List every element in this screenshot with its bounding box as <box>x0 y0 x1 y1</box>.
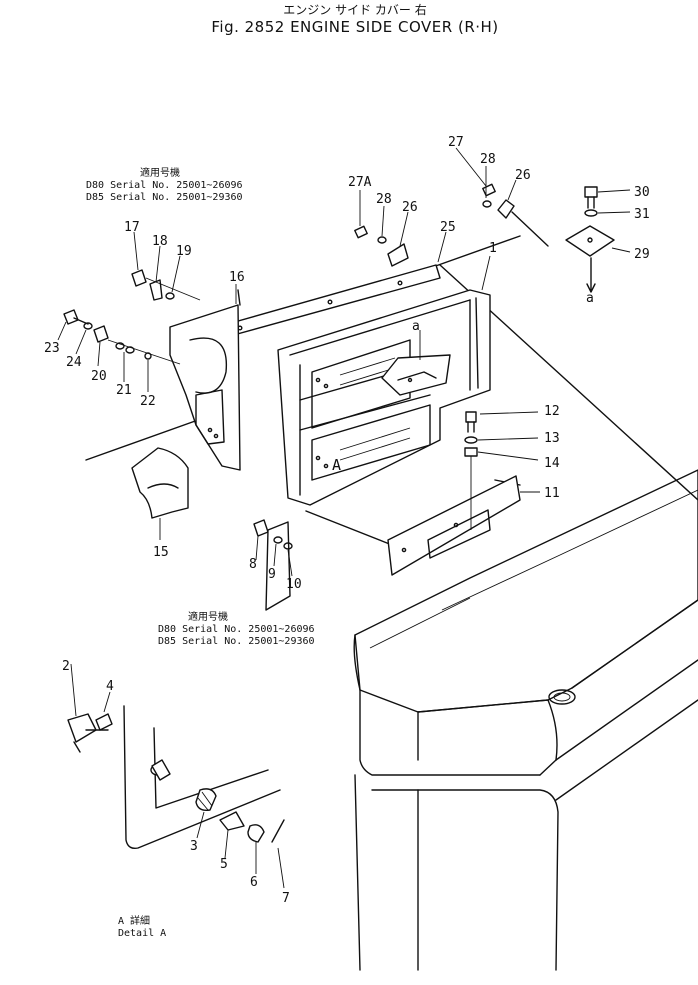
callout-label: 19 <box>176 244 192 259</box>
callout-label: 17 <box>124 220 140 235</box>
callout-label: 27A <box>348 175 372 190</box>
serial-note-heading: 適用号機 <box>140 166 180 179</box>
callout-label: 2 <box>62 659 70 674</box>
callout-label: 6 <box>250 875 258 890</box>
bolt-stack-12-13-14 <box>464 411 478 530</box>
callout-label: 28 <box>480 152 496 167</box>
serial-note-line: D80 Serial No. 25001~26096 <box>158 624 315 635</box>
callout-label: 28 <box>376 192 392 207</box>
lower-guard-15 <box>131 447 189 519</box>
serial-note-line: D85 Serial No. 25001~29360 <box>158 636 315 647</box>
callout-label: 31 <box>634 207 650 222</box>
callout-label: 24 <box>66 355 82 370</box>
callout-label: 7 <box>282 891 290 906</box>
callouts: 1 2 3 4 5 6 7 8 9 10 11 12 13 14 15 16 1… <box>44 135 650 906</box>
callout-label: 3 <box>190 839 198 854</box>
callout-label: 11 <box>544 486 560 501</box>
callout-label: 18 <box>152 234 168 249</box>
callout-label: 4 <box>106 679 114 694</box>
marker-a: a <box>412 319 420 334</box>
side-cover-frame-1 <box>277 289 491 506</box>
callout-label: 15 <box>153 545 169 560</box>
top-fasteners <box>354 183 549 267</box>
callout-label: 30 <box>634 185 650 200</box>
callout-label: 10 <box>286 577 302 592</box>
detail-caption-en: Detail A <box>118 928 166 939</box>
machine-body <box>353 469 698 971</box>
title-japanese: エンジン サイド カバー 右 <box>283 2 426 17</box>
callout-label: 16 <box>229 270 245 285</box>
callout-label: 5 <box>220 857 228 872</box>
bottom-rail-11 <box>387 475 521 576</box>
inner-plate <box>381 330 451 396</box>
callout-label: 13 <box>544 431 560 446</box>
callout-label: 20 <box>91 369 107 384</box>
callout-label: 26 <box>402 200 418 215</box>
serial-note-lower: 適用号機 D80 Serial No. 25001~26096 D85 Seri… <box>158 610 315 647</box>
plate-assembly-29 <box>565 186 615 293</box>
detail-a <box>67 705 285 850</box>
marker-detail-a: A <box>332 456 341 474</box>
callout-label: 25 <box>440 220 456 235</box>
callout-label: 22 <box>140 394 156 409</box>
left-bracket-16 <box>169 289 241 471</box>
serial-note-line: D85 Serial No. 25001~29360 <box>86 192 243 203</box>
callout-label: 12 <box>544 404 560 419</box>
callout-label: 1 <box>489 241 497 256</box>
callout-label: 21 <box>116 383 132 398</box>
figure-title: Fig. 2852 ENGINE SIDE COVER (R·H) <box>211 18 498 36</box>
serial-note-heading: 適用号機 <box>188 610 228 623</box>
callout-label: 26 <box>515 168 531 183</box>
left-fasteners <box>63 269 201 365</box>
detail-caption-jp: A 詳細 <box>118 914 150 927</box>
callout-label: 27 <box>448 135 464 150</box>
callout-label: 29 <box>634 247 650 262</box>
fasteners-8-9-10 <box>253 519 293 611</box>
callout-label: 14 <box>544 456 560 471</box>
callout-label: 23 <box>44 341 60 356</box>
serial-note-line: D80 Serial No. 25001~26096 <box>86 180 243 191</box>
serial-note-upper: 適用号機 D80 Serial No. 25001~26096 D85 Seri… <box>86 166 243 203</box>
callout-label: 9 <box>268 567 276 582</box>
callout-label: 8 <box>249 557 257 572</box>
marker-a: a <box>586 291 594 306</box>
